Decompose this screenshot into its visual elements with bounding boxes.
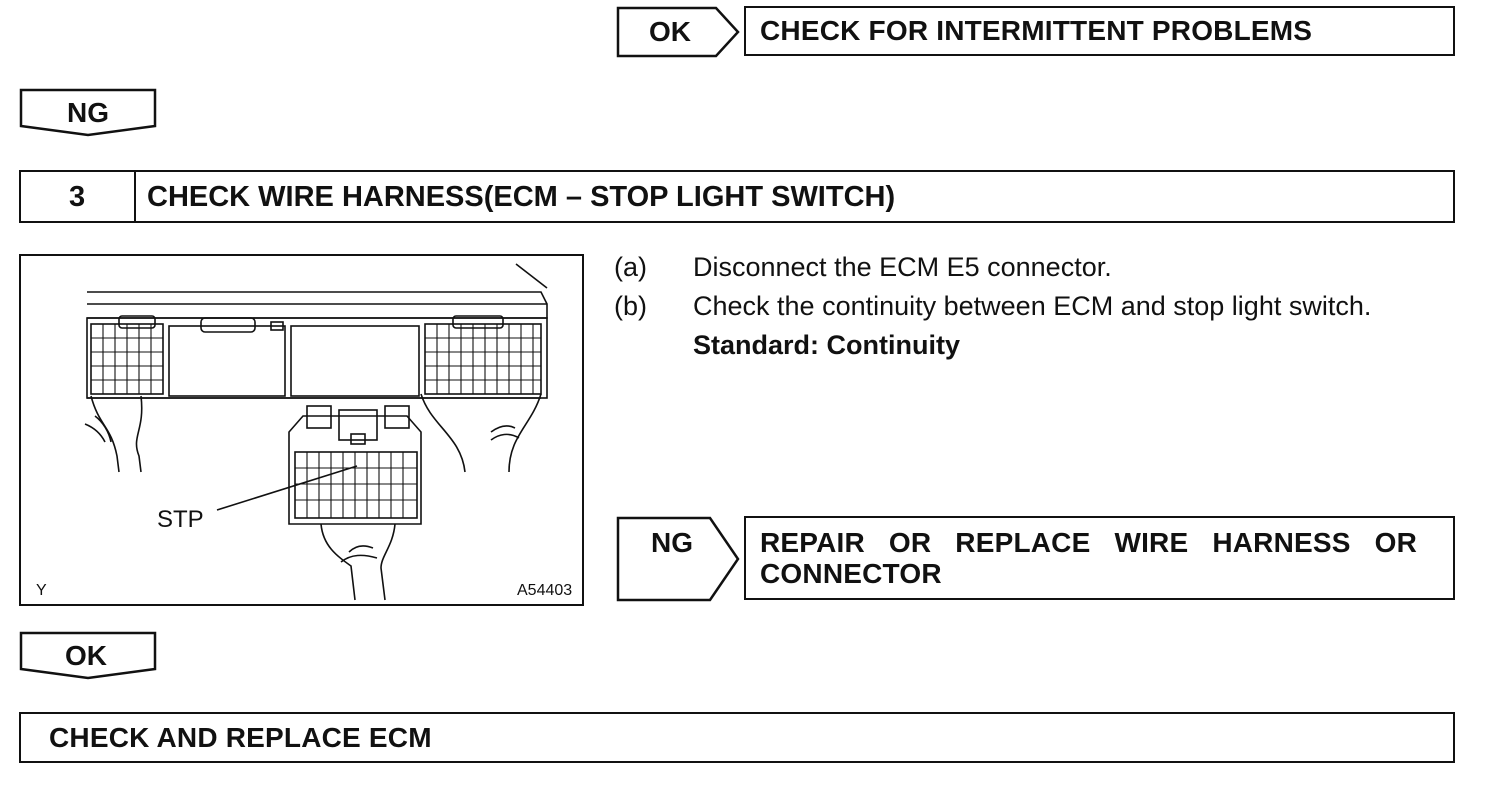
intermittent-problems-box: CHECK FOR INTERMITTENT PROBLEMS — [744, 6, 1455, 56]
instruction-list: (a) Disconnect the ECM E5 connector. (b)… — [614, 252, 1484, 372]
arrow-right-badge-icon — [616, 6, 740, 58]
check-replace-ecm-box: CHECK AND REPLACE ECM — [19, 712, 1455, 763]
instruction-item: (b) Check the continuity between ECM and… — [614, 291, 1484, 327]
step-number-cell: 3 — [21, 172, 136, 221]
standard-value: Standard: Continuity — [693, 330, 960, 360]
arrow-down-badge-icon — [19, 631, 157, 680]
ok-branch-top: OK — [616, 6, 740, 58]
repair-replace-line-2: CONNECTOR — [760, 558, 942, 589]
repair-replace-line-1: REPAIR OR REPLACE WIRE HARNESS OR — [760, 527, 1418, 558]
ok-badge-label: OK — [649, 16, 691, 47]
instruction-text: Disconnect the ECM E5 connector. — [693, 252, 1112, 282]
step-title: CHECK WIRE HARNESS(ECM – STOP LIGHT SWIT… — [147, 181, 896, 213]
connector-figure: STP Y A54403 — [19, 254, 584, 606]
stp-pin-label: STP — [157, 506, 204, 533]
step-number: 3 — [69, 181, 86, 213]
ng-badge-label: NG — [67, 97, 109, 128]
ng-branch-2: NG — [616, 516, 740, 602]
check-replace-ecm-text: CHECK AND REPLACE ECM — [49, 722, 432, 753]
ecm-connector-illustration — [84, 263, 548, 601]
figure-corner-label: Y — [36, 582, 47, 599]
ok-badge-label: OK — [65, 640, 107, 671]
instruction-letter: (a) — [614, 252, 647, 282]
figure-id-label: A54403 — [517, 582, 573, 599]
ok-branch-2: OK — [19, 631, 159, 681]
repair-replace-box: REPAIR OR REPLACE WIRE HARNESS OR CONNEC… — [744, 516, 1455, 600]
intermittent-problems-text: CHECK FOR INTERMITTENT PROBLEMS — [760, 15, 1313, 46]
arrow-right-badge-icon — [616, 516, 740, 602]
step-3-header: 3 CHECK WIRE HARNESS(ECM – STOP LIGHT SW… — [19, 170, 1455, 223]
instruction-text: Check the continuity between ECM and sto… — [693, 291, 1372, 321]
arrow-down-badge-icon — [19, 88, 157, 137]
ng-branch-1: NG — [19, 88, 159, 138]
ng-badge-label: NG — [651, 527, 693, 558]
instruction-letter: (b) — [614, 291, 647, 321]
instruction-item: (a) Disconnect the ECM E5 connector. — [614, 252, 1484, 288]
